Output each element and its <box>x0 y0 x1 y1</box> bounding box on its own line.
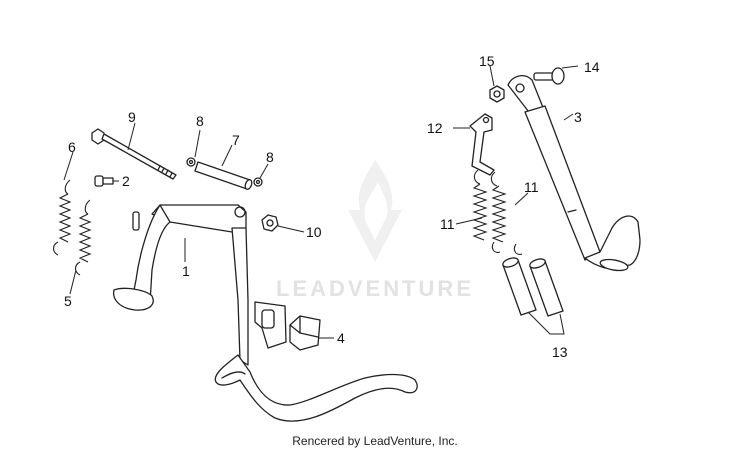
bracket-12-part <box>469 113 495 176</box>
callout-7: 7 <box>232 132 240 148</box>
watermark-text: LEADVENTURE <box>276 276 474 301</box>
sleeve-13b-part <box>529 258 564 317</box>
spring-5-part <box>74 199 92 276</box>
credit-text: Rencered by LeadVenture, Inc. <box>292 434 458 448</box>
callout-1: 1 <box>182 263 190 279</box>
center-stand-part <box>112 204 418 422</box>
callout-6: 6 <box>68 139 76 155</box>
long-bolt-9-part <box>91 128 177 180</box>
nut-10-part <box>261 214 279 232</box>
spring-11a-part <box>472 169 501 253</box>
spring-6-part <box>52 179 72 256</box>
leader-lines <box>63 65 579 339</box>
callout-11a: 11 <box>440 216 455 232</box>
callout-9: 9 <box>128 109 136 125</box>
sleeve-13a-part <box>502 257 537 316</box>
spring-11b-part <box>490 171 523 255</box>
callout-10: 10 <box>306 224 322 240</box>
callout-15: 15 <box>479 53 495 69</box>
callout-4: 4 <box>337 330 345 346</box>
washer-15-part <box>489 85 505 103</box>
callout-8a: 8 <box>196 113 204 129</box>
callout-5: 5 <box>64 293 72 309</box>
leadventure-watermark-logo <box>348 160 402 262</box>
callout-3: 3 <box>574 109 582 125</box>
callout-2: 2 <box>122 173 130 189</box>
bolt-14-part <box>533 67 565 85</box>
washer-8a-part <box>186 157 196 167</box>
callout-11b: 11 <box>524 179 539 195</box>
side-stand-part <box>507 75 641 272</box>
pin-7-part <box>194 161 253 190</box>
rubber-pad-part <box>289 315 321 351</box>
callout-8b: 8 <box>266 149 274 165</box>
washer-8b-part <box>253 177 263 187</box>
callout-13: 13 <box>552 344 568 360</box>
callout-14: 14 <box>584 59 600 75</box>
callout-12: 12 <box>427 120 443 136</box>
callout-labels: 1 2 3 4 5 6 7 8 8 9 10 11 11 12 13 14 15 <box>64 53 600 360</box>
